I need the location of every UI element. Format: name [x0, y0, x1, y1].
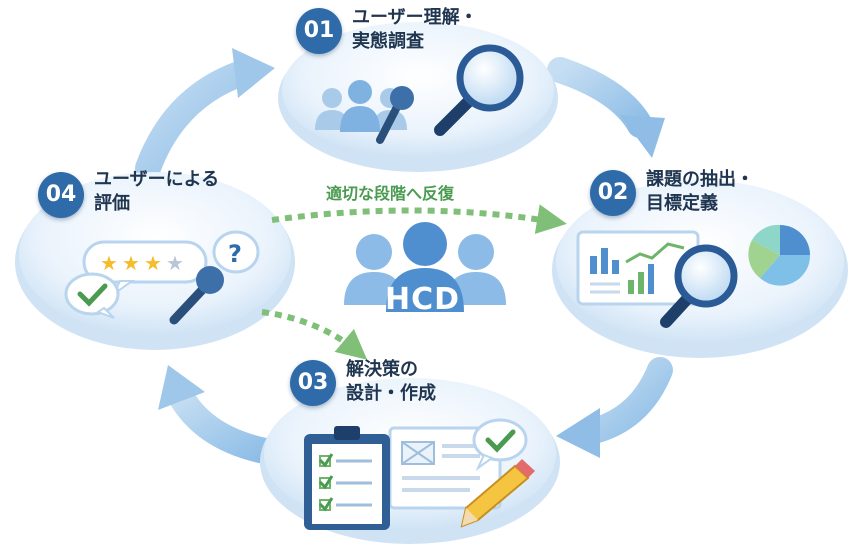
- hcd-center-label: HCD: [385, 282, 461, 317]
- step04-checkmark-bubble-icon: [64, 272, 120, 319]
- svg-text:★: ★: [100, 251, 118, 275]
- svg-text:★: ★: [122, 251, 140, 275]
- step03-wireframe-document-icon: [388, 426, 502, 510]
- iteration-label: 適切な段階へ反復: [326, 184, 455, 203]
- step02-dashboard-chart-icon: [576, 230, 700, 306]
- svg-text:★: ★: [166, 251, 184, 275]
- iteration-arrow-to-02: [271, 204, 567, 234]
- step03-clipboard-checklist-icon: [304, 426, 390, 530]
- step-02-badge: 02: [590, 170, 636, 216]
- cycle-arrow-head-01-to-02: [620, 115, 665, 158]
- step-03-badge: 03: [290, 360, 336, 406]
- step04-question-bubble-icon: ?: [212, 230, 260, 274]
- step-04-badge: 04: [38, 172, 84, 218]
- step03-checkmark-bubble-icon: [472, 418, 528, 472]
- svg-text:★: ★: [144, 251, 162, 275]
- cycle-arrow-head-03-to-04: [158, 365, 205, 410]
- cycle-arrow-02-to-03: [577, 357, 673, 445]
- iteration-arrows: [261, 204, 567, 360]
- step01-microphone-icon: [376, 86, 414, 144]
- step02-magnifier-icon: [660, 244, 738, 328]
- step-04-title: ユーザーによる 評価: [94, 169, 220, 214]
- cycle-arrow-head-04-to-01: [232, 48, 275, 98]
- iteration-arrow-to-03: [261, 309, 368, 360]
- step02-pie-chart-icon: [748, 224, 811, 286]
- step04-star-rating-bubble-icon: ★ ★ ★ ★: [82, 240, 208, 298]
- step04-microphone-icon: [169, 266, 224, 325]
- cycle-arrow-04-to-01: [135, 59, 258, 181]
- step-01-title: ユーザー理解・ 実態調査: [352, 7, 478, 52]
- step03-pencil-icon: [460, 459, 535, 528]
- step01-magnifier-icon: [434, 44, 524, 136]
- step-03-title: 解決策の 設計・作成: [346, 359, 436, 404]
- step-02-title: 課題の抽出・ 目標定義: [646, 169, 754, 214]
- center-people-group-icon: [344, 222, 506, 312]
- step-01-badge: 01: [296, 8, 342, 54]
- cycle-arrow-03-to-04: [167, 382, 283, 465]
- cycle-arrow-head-02-to-03: [556, 408, 600, 458]
- cycle-arrows: [135, 48, 673, 465]
- svg-text:?: ?: [228, 240, 242, 268]
